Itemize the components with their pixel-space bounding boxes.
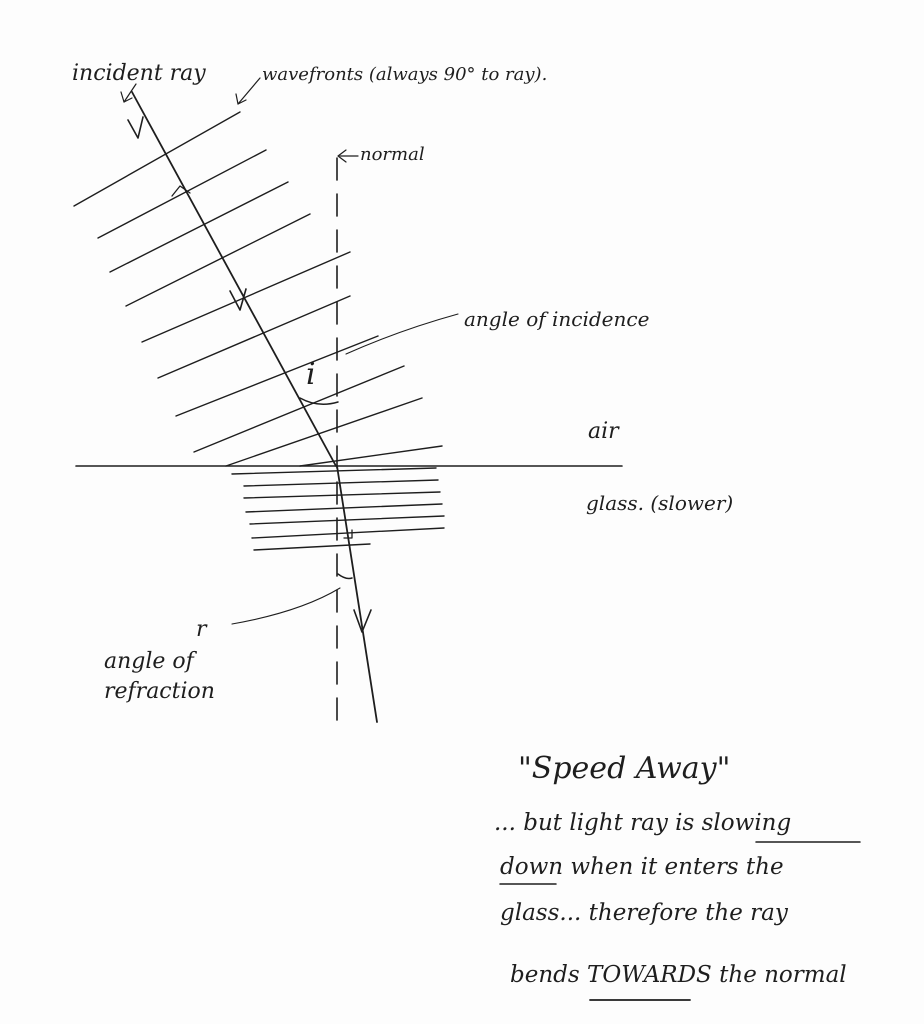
angle-of-incidence-label: angle of incidence	[464, 307, 649, 331]
refracted-wavefronts	[231, 467, 445, 551]
incident-ray-pointer-tip	[120, 91, 133, 103]
glass-label: glass. (slower)	[586, 491, 733, 515]
wavefront	[141, 251, 351, 343]
incidence-symbol: i	[306, 357, 316, 392]
note-line-1: ... but light ray is slowing	[494, 810, 791, 836]
note-line-3: glass... therefore the ray	[500, 900, 789, 926]
note-down-word: down	[500, 854, 563, 880]
wavefronts-label: wavefronts (always 90° to ray).	[262, 64, 547, 85]
normal-pointer-tip	[337, 149, 347, 163]
incident-ray-arrowhead-2	[229, 288, 247, 311]
wavefront-pointer	[237, 77, 261, 105]
note-line-2: down when it enters the	[500, 854, 784, 880]
incidence-pointer	[345, 313, 459, 355]
note-title: "Speed Away"	[518, 751, 730, 786]
right-angle-mark-glass	[343, 529, 353, 539]
refraction-pointer	[231, 587, 341, 625]
refracted-ray-arrowhead	[353, 609, 372, 633]
note-slowing-word: slowing	[702, 810, 792, 836]
wavefront	[243, 479, 439, 487]
refraction-angle-arc	[337, 573, 353, 580]
refraction-symbol: r	[196, 617, 208, 642]
incident-ray-label: incident ray	[72, 61, 206, 86]
wavefront	[225, 397, 423, 467]
right-angle-mark	[171, 185, 191, 197]
incidence-angle-arc	[299, 397, 339, 405]
note-line-4: bends TOWARDS the normal	[510, 962, 847, 988]
angle-of-refraction-label-line2: refraction	[104, 679, 215, 704]
note-towards-word: TOWARDS	[587, 962, 712, 988]
normal-label: normal	[360, 144, 425, 165]
wavefront	[125, 213, 311, 307]
wavefront	[253, 543, 371, 551]
note-line-2-text: when it enters the	[563, 854, 784, 880]
wavefront-pointer-tip	[235, 93, 247, 105]
wavefront	[157, 295, 351, 379]
note-line-1-text: ... but light ray is	[494, 810, 702, 836]
incident-ray	[131, 91, 337, 467]
wavefront	[109, 181, 289, 273]
wavefront	[73, 111, 241, 207]
note-line-4-end: the normal	[712, 962, 847, 988]
wavefront	[231, 467, 437, 475]
note-line-4-text: bends	[510, 962, 587, 988]
incident-ray-pointer	[123, 83, 137, 103]
wavefront	[249, 515, 445, 525]
incident-ray-arrowhead	[127, 116, 144, 139]
refracted-ray	[336, 465, 378, 723]
wavefront	[193, 365, 405, 453]
air-label: air	[588, 419, 620, 444]
incident-wavefronts	[73, 111, 443, 467]
angle-of-refraction-label-line1: angle of	[104, 649, 198, 674]
wavefront	[299, 445, 443, 467]
wavefront	[175, 335, 379, 417]
wavefront	[97, 149, 267, 239]
